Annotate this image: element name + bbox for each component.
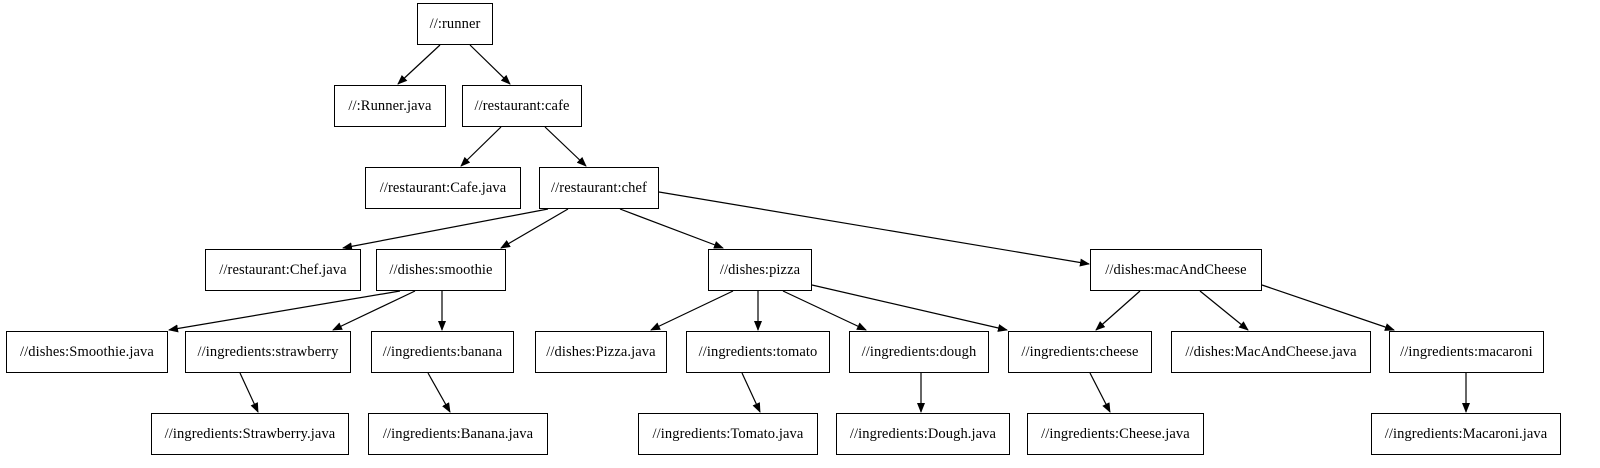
graph-node-pizza_java[interactable]: //dishes:Pizza.java: [535, 331, 667, 373]
graph-node-cafe_java[interactable]: //restaurant:Cafe.java: [365, 167, 521, 209]
graph-node-dough_java[interactable]: //ingredients:Dough.java: [836, 413, 1010, 455]
graph-node-banana_java[interactable]: //ingredients:Banana.java: [368, 413, 548, 455]
graph-node-cheese_java[interactable]: //ingredients:Cheese.java: [1027, 413, 1204, 455]
graph-node-label: //ingredients:Cheese.java: [1041, 425, 1190, 442]
graph-node-label: //restaurant:chef: [551, 179, 647, 196]
graph-node-ing_tomato[interactable]: //ingredients:tomato: [686, 331, 830, 373]
graph-node-label: //restaurant:Cafe.java: [379, 179, 507, 196]
graph-node-label: //ingredients:cheese: [1021, 343, 1139, 360]
graph-node-macaroni_java[interactable]: //ingredients:Macaroni.java: [1371, 413, 1561, 455]
graph-node-label: //ingredients:macaroni: [1400, 343, 1533, 360]
graph-node-restaurant_chef[interactable]: //restaurant:chef: [539, 167, 659, 209]
graph-node-label: //ingredients:strawberry: [197, 343, 339, 360]
graph-node-runner[interactable]: //:runner: [417, 3, 493, 45]
graph-node-dishes_macandch[interactable]: //dishes:macAndCheese: [1090, 249, 1262, 291]
graph-node-label: //ingredients:Strawberry.java: [164, 425, 336, 442]
graph-node-label: //dishes:MacAndCheese.java: [1185, 343, 1357, 360]
graph-node-dishes_pizza[interactable]: //dishes:pizza: [708, 249, 812, 291]
graph-node-dishes_smoothie[interactable]: //dishes:smoothie: [376, 249, 506, 291]
graph-node-tomato_java[interactable]: //ingredients:Tomato.java: [638, 413, 818, 455]
graph-node-ing_macaroni[interactable]: //ingredients:macaroni: [1389, 331, 1544, 373]
graph-node-smoothie_java[interactable]: //dishes:Smoothie.java: [6, 331, 168, 373]
graph-node-label: //ingredients:tomato: [698, 343, 818, 360]
graph-node-label: //dishes:Pizza.java: [546, 343, 656, 360]
graph-node-label: //dishes:pizza: [719, 261, 801, 278]
graph-node-label: //ingredients:Macaroni.java: [1384, 425, 1548, 442]
graph-node-macandcheese_java[interactable]: //dishes:MacAndCheese.java: [1171, 331, 1371, 373]
graph-node-ing_cheese[interactable]: //ingredients:cheese: [1008, 331, 1152, 373]
graph-node-ing_banana[interactable]: //ingredients:banana: [371, 331, 514, 373]
graph-node-ing_strawberry[interactable]: //ingredients:strawberry: [185, 331, 351, 373]
graph-node-label: //dishes:Smoothie.java: [20, 343, 154, 360]
graph-node-label: //dishes:macAndCheese: [1105, 261, 1247, 278]
graph-node-ing_dough[interactable]: //ingredients:dough: [849, 331, 989, 373]
graph-node-label: //dishes:smoothie: [389, 261, 493, 278]
graph-node-label: //ingredients:dough: [861, 343, 977, 360]
graph-node-label: //ingredients:Banana.java: [382, 425, 534, 442]
graph-node-runner_java[interactable]: //:Runner.java: [334, 85, 446, 127]
graph-node-chef_java[interactable]: //restaurant:Chef.java: [205, 249, 361, 291]
graph-node-label: //:Runner.java: [348, 97, 432, 114]
graph-node-label: //ingredients:banana: [382, 343, 503, 360]
graph-node-label: //ingredients:Dough.java: [849, 425, 997, 442]
graph-node-label: //restaurant:Chef.java: [219, 261, 347, 278]
graph-node-restaurant_cafe[interactable]: //restaurant:cafe: [462, 85, 582, 127]
graph-node-strawberry_java[interactable]: //ingredients:Strawberry.java: [151, 413, 349, 455]
graph-node-label: //ingredients:Tomato.java: [652, 425, 804, 442]
graph-node-label: //:runner: [429, 15, 481, 32]
graph-node-label: //restaurant:cafe: [474, 97, 570, 114]
